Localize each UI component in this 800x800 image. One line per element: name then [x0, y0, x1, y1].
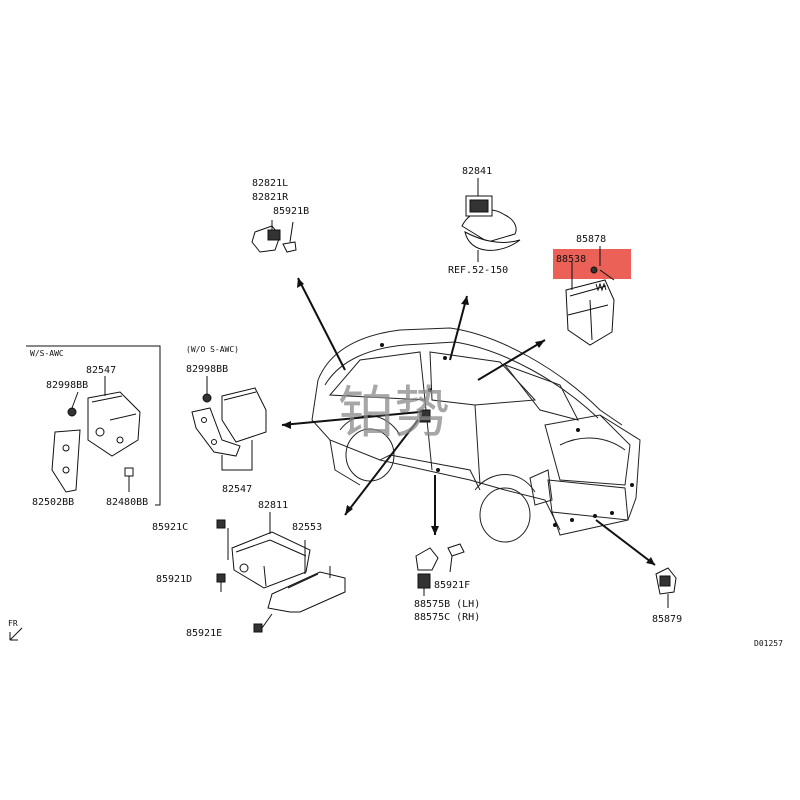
label-85879: 85879	[652, 614, 682, 625]
label-82502bb: 82502BB	[32, 497, 74, 508]
label-82998bb-b: 82998BB	[186, 364, 228, 375]
label-88538: 88538	[556, 254, 586, 265]
front-direction-indicator	[9, 627, 23, 641]
ws-awc-group	[26, 345, 161, 506]
label-82811: 82811	[258, 500, 288, 511]
label-fr: FR	[8, 619, 18, 628]
label-ws-awc: W/S-AWC	[30, 349, 64, 358]
label-82553: 82553	[292, 522, 322, 533]
label-82821l: 82821L	[252, 178, 288, 189]
label-85921e: 85921E	[186, 628, 222, 639]
label-wo-s-awc: (W/O S-AWC)	[186, 345, 239, 354]
label-82547-b: 82547	[222, 484, 252, 495]
label-85921d: 85921D	[156, 574, 192, 585]
label-85878: 85878	[576, 234, 606, 245]
label-82547-a: 82547	[86, 365, 116, 376]
label-82480bb: 82480BB	[106, 497, 148, 508]
part-82821-sensor	[251, 220, 297, 253]
wo-s-awc-group	[191, 376, 267, 471]
label-82841: 82841	[462, 166, 492, 177]
label-88575b: 88575B (LH)	[414, 599, 480, 610]
part-82841-antenna	[461, 178, 521, 262]
label-85921f: 85921F	[434, 580, 470, 591]
label-88575c: 88575C (RH)	[414, 612, 480, 623]
part-88575-sensor	[415, 543, 465, 596]
pointer-arrows	[281, 277, 656, 566]
label-82821r: 82821R	[252, 192, 289, 203]
label-85921c: 85921C	[152, 522, 188, 533]
diagram-code: D01257	[754, 639, 783, 648]
part-88538-module	[565, 246, 615, 346]
part-85879-sensor	[655, 567, 677, 608]
part-82811-module	[216, 512, 311, 592]
label-85921b: 85921B	[273, 206, 309, 217]
part-82553-bracket	[253, 540, 346, 633]
highlight-box	[553, 249, 631, 279]
label-82998bb-a: 82998BB	[46, 380, 88, 391]
label-ref-52-150: REF.52-150	[448, 265, 508, 276]
watermark-text: 铂势	[338, 381, 450, 446]
